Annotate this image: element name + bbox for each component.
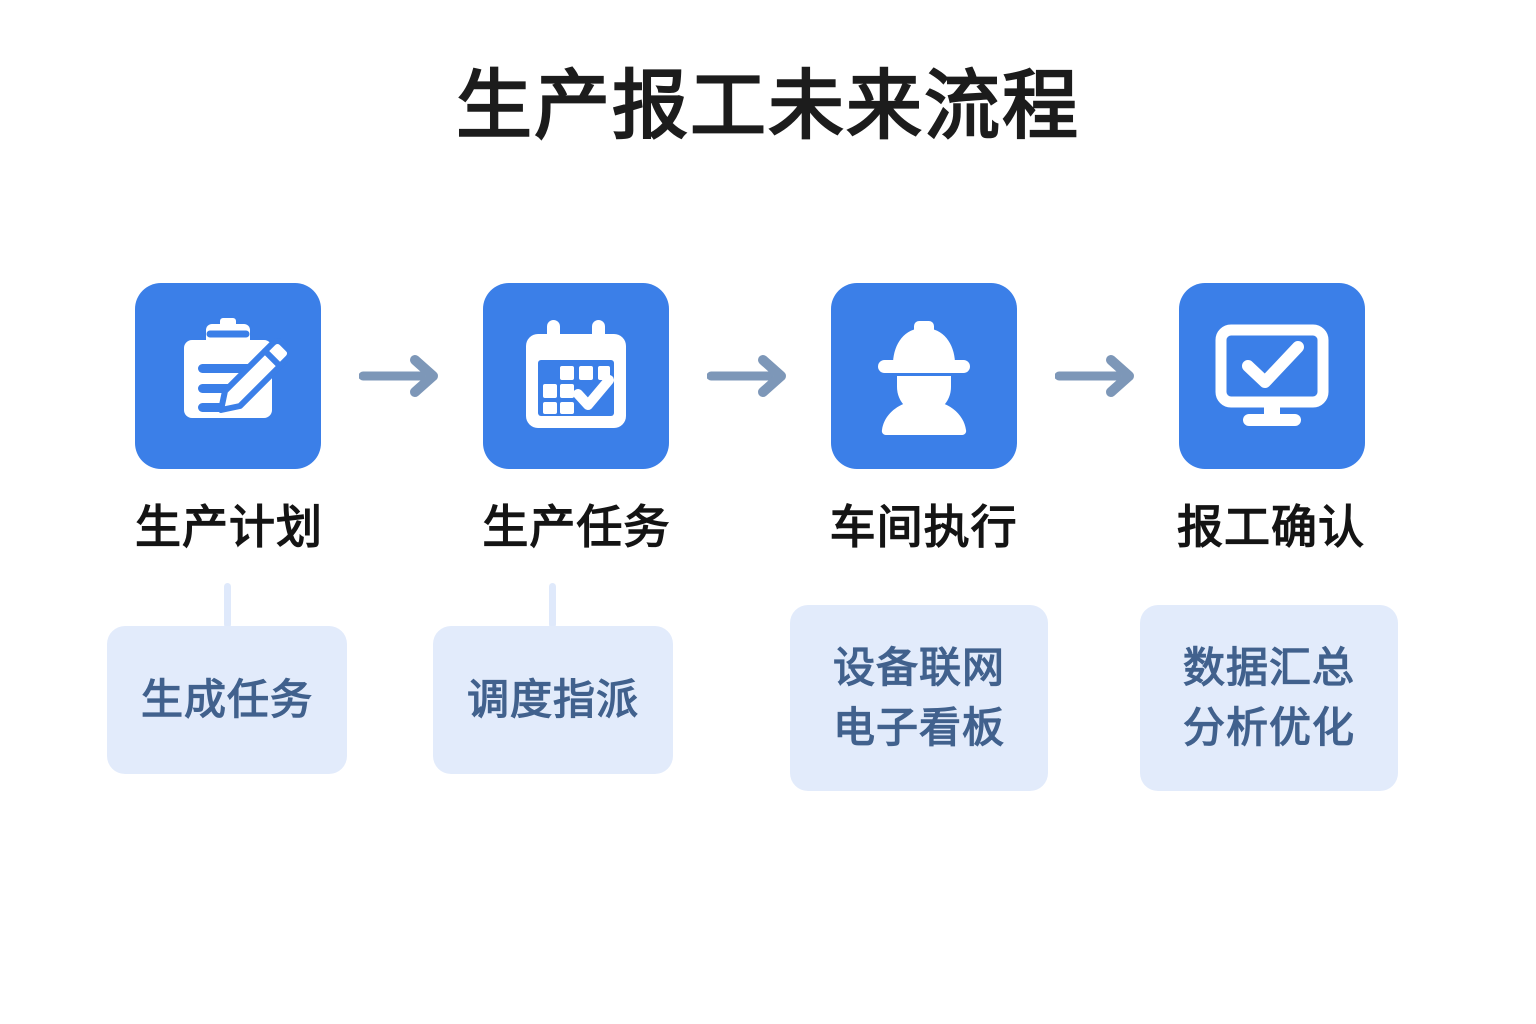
arrow-right-icon-3 <box>1017 346 1179 406</box>
flow-row <box>135 283 1365 469</box>
detail-box-1[interactable]: 生成任务 <box>107 626 347 774</box>
detail-line-4-2: 分析优化 <box>1182 704 1355 751</box>
clipboard-pencil-icon <box>168 316 288 436</box>
detail-box-4[interactable]: 数据汇总 分析优化 <box>1140 605 1398 791</box>
step-icon-tile-1[interactable] <box>135 283 321 469</box>
step-icon-tile-2[interactable] <box>483 283 669 469</box>
step-label-4: 报工确认 <box>1176 501 1365 553</box>
step-label-2: 生产任务 <box>482 501 671 553</box>
step-label-row: 生产计划 生产任务 车间执行 报工确认 <box>135 500 1365 566</box>
detail-line-1-1: 生成任务 <box>140 676 313 724</box>
detail-line-3-1: 设备联网 <box>832 644 1005 692</box>
detail-line-2-1: 调度指派 <box>466 676 639 724</box>
label-gap-3 <box>1018 500 1177 566</box>
calendar-check-icon <box>516 316 636 436</box>
detail-box-3[interactable]: 设备联网 电子看板 <box>790 605 1048 791</box>
connector-stem-1 <box>224 583 231 628</box>
connector-stem-2 <box>549 583 556 628</box>
worker-helmet-icon <box>864 316 984 436</box>
step-label-3: 车间执行 <box>829 501 1018 553</box>
arrow-right-icon-1 <box>321 346 483 406</box>
arrow-right-icon-2 <box>669 346 831 406</box>
label-gap-2 <box>670 500 829 566</box>
step-label-1: 生产计划 <box>135 501 323 553</box>
detail-line-3-2: 电子看板 <box>832 704 1005 751</box>
step-icon-tile-3[interactable] <box>831 283 1017 469</box>
detail-box-2[interactable]: 调度指派 <box>433 626 673 774</box>
detail-line-4-1: 数据汇总 <box>1182 644 1355 692</box>
monitor-check-icon <box>1212 316 1332 436</box>
step-icon-tile-4[interactable] <box>1179 283 1365 469</box>
page-title: 生产报工未来流程 <box>456 64 1080 149</box>
label-gap-1 <box>323 500 482 566</box>
